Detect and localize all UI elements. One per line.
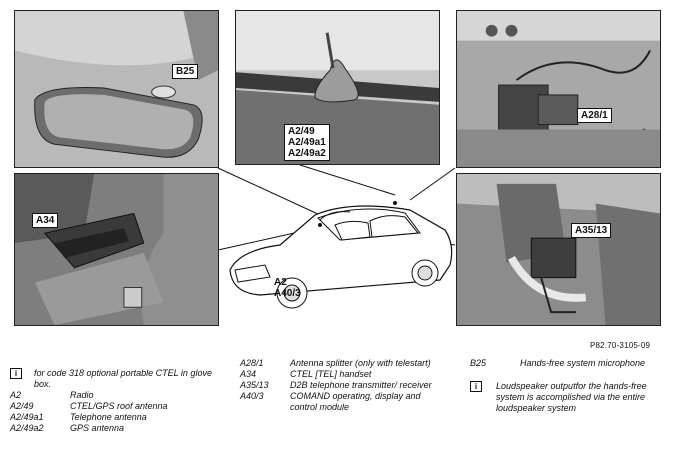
legend-item: A28/1 Antenna splitter (only with telesta… [240, 358, 440, 369]
car-label-a2-a40-3: A2 A40/3 [274, 277, 301, 299]
legend-column-3: B25 Hands-free system microphone i Loudsp… [470, 358, 670, 414]
legend-code: A2 [10, 390, 22, 400]
callout-a2-49: A2/49 A2/49a1 A2/49a2 [284, 124, 330, 161]
handset-illustration [15, 174, 218, 325]
legend-note-row: i for code 318 optional portable CTEL in… [10, 368, 225, 390]
legend-desc: Telephone antenna [70, 412, 147, 422]
transmitter-receiver-illustration [457, 174, 660, 325]
legend-desc: COMAND operating, display and control mo… [290, 391, 421, 412]
callout-a35-13: A35/13 [571, 223, 612, 238]
legend-item: A2/49a1 Telephone antenna [10, 412, 225, 423]
legend-item: A2/49a2 GPS antenna [10, 423, 225, 434]
legend-desc: D2B telephone transmitter/ receiver [290, 380, 432, 390]
info-icon: i [470, 381, 482, 392]
info-icon: i [10, 368, 22, 379]
legend-column-2: A28/1 Antenna splitter (only with telesta… [240, 358, 440, 413]
car-drawing: A2 A40/3 [220, 185, 460, 320]
photo-mirror: B25 [14, 10, 219, 168]
antenna-splitter-illustration [457, 11, 660, 167]
legend-desc: Radio [70, 390, 94, 400]
legend-code: A34 [240, 369, 257, 379]
legend-desc: Antenna splitter (only with telestart) [290, 358, 431, 368]
legend-item: A40/3 COMAND operating, display and contr… [240, 391, 440, 413]
legend-item: A34 CTEL [TEL] handset [240, 369, 440, 380]
car-illustration [229, 201, 453, 309]
photo-transmitter-receiver: A35/13 [456, 173, 661, 326]
photo-antenna-splitter: A28/1 [456, 10, 661, 168]
legend-note-row: i Loudspeaker outputfor the hands-free s… [470, 381, 670, 414]
legend-item: A2/49 CTEL/GPS roof antenna [10, 401, 225, 412]
callout-a34: A34 [32, 213, 59, 228]
legend-column-1: i for code 318 optional portable CTEL in… [10, 368, 225, 434]
legend-code: A2/49a2 [10, 423, 44, 433]
legend-item: A2 Radio [10, 390, 225, 401]
figure-reference: P82.70-3105-09 [590, 341, 651, 350]
legend-note: Loudspeaker outputfor the hands-free sys… [496, 381, 647, 413]
legend-code: A2/49 [10, 401, 34, 411]
callout-a28-1: A28/1 [577, 108, 612, 123]
mirror-illustration [15, 11, 218, 167]
legend-code: B25 [470, 358, 487, 368]
legend-code: A28/1 [240, 358, 264, 368]
legend-code: A35/13 [240, 380, 269, 390]
legend-item: A35/13 D2B telephone transmitter/ receive… [240, 380, 440, 391]
legend-item: B25 Hands-free system microphone [470, 358, 670, 369]
legend-note: for code 318 optional portable CTEL in g… [34, 368, 212, 389]
photo-roof-antenna: A2/49 A2/49a1 A2/49a2 [235, 10, 440, 165]
legend-desc: GPS antenna [70, 423, 125, 433]
photo-handset: A34 [14, 173, 219, 326]
legend-desc: CTEL/GPS roof antenna [70, 401, 168, 411]
callout-b25: B25 [172, 64, 199, 79]
legend-code: A40/3 [240, 391, 264, 401]
roof-antenna-illustration [236, 11, 439, 164]
legend-desc: CTEL [TEL] handset [290, 369, 372, 379]
legend-desc: Hands-free system microphone [520, 358, 646, 368]
legend-code: A2/49a1 [10, 412, 44, 422]
